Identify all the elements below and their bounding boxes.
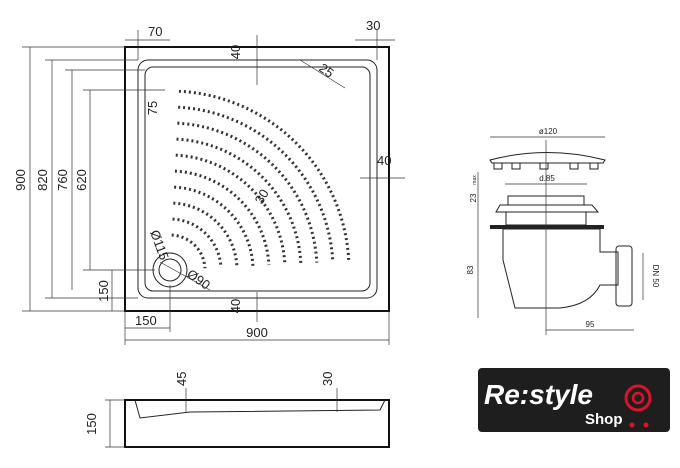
tray-flange [490, 225, 604, 229]
anti-slip-arc [173, 201, 239, 267]
tray-outline [124, 46, 390, 312]
dim-left-150: 150 [96, 280, 111, 302]
dim-drain-115: Ø115 [147, 228, 172, 262]
dim-height-620: 620 [74, 169, 89, 191]
dim-95: 95 [586, 320, 595, 329]
dim-corner-25: 25 [316, 60, 336, 81]
dim-right-40: 40 [377, 153, 391, 168]
plan-view: 900 820 760 620 150 70 30 40 25 75 40 30… [13, 18, 405, 345]
anti-slip-arc [171, 233, 207, 269]
dim-height-760: 760 [55, 169, 70, 191]
dim-height-820: 820 [35, 169, 50, 191]
dim-cap-120: ø120 [539, 127, 558, 136]
anti-slip-arc [177, 121, 319, 263]
dim-top-70: 70 [148, 24, 162, 39]
logo-subtext: Shop [585, 411, 623, 428]
dim-23: 23 [469, 193, 478, 202]
dim-side-45: 45 [174, 372, 189, 386]
side-view: 45 30 150 [84, 372, 390, 448]
dim-width-900: 900 [246, 325, 268, 340]
drain-inner [158, 258, 182, 282]
logo-text: Re:style [484, 379, 593, 410]
tray-inner-basin [144, 66, 371, 292]
dim-dn50: DN 50 [651, 265, 660, 288]
anti-slip-arc [175, 153, 287, 265]
dim-side-30: 30 [320, 372, 335, 386]
dim-left-75: 75 [145, 101, 160, 115]
dim-max: max [472, 175, 478, 185]
dim-center-30: 30 [252, 186, 272, 206]
anti-slip-arc [178, 105, 335, 262]
dim-side-150: 150 [84, 413, 99, 435]
tray-inner-edge [137, 59, 378, 299]
anti-slip-arc [172, 217, 223, 268]
anti-slip-arc [176, 137, 303, 264]
anti-slip-arc [174, 169, 271, 266]
anti-slip-arc [174, 185, 255, 266]
dim-d85: d.85 [539, 174, 555, 183]
dim-top-40: 40 [228, 45, 243, 59]
at-cart-icon [624, 384, 652, 412]
dim-bottom-40: 40 [228, 299, 243, 313]
anti-slip-pattern [171, 90, 351, 269]
anti-slip-arc [178, 90, 351, 262]
dim-drain-90: Ø90 [184, 266, 213, 292]
dim-top-30: 30 [366, 18, 380, 33]
dim-83: 83 [466, 265, 475, 274]
dim-height-900: 900 [13, 169, 28, 191]
dim-bottom-150: 150 [135, 313, 157, 328]
drain-detail: ø120 d.85 23 max DN 50 83 95 [466, 127, 660, 335]
restyle-shop-logo: Re:style Shop [478, 368, 670, 432]
